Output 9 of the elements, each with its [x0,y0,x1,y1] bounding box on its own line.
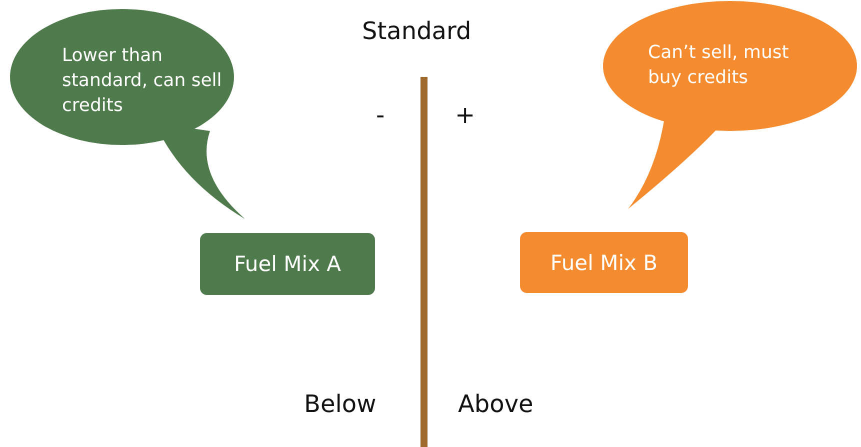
plus-sign: + [455,101,476,129]
heading: Standard [362,17,472,45]
bubble-text: Lower than standard, can sell credits [62,44,223,118]
bubble-text: Can’t sell, must buy credits [648,41,790,90]
fuel-mix-box: Fuel Mix B [520,232,688,293]
minus-sign: - [376,101,385,129]
fuel-mix-box: Fuel Mix A [200,233,375,295]
axis-label: Above [458,390,534,418]
axis-label: Below [304,390,376,418]
